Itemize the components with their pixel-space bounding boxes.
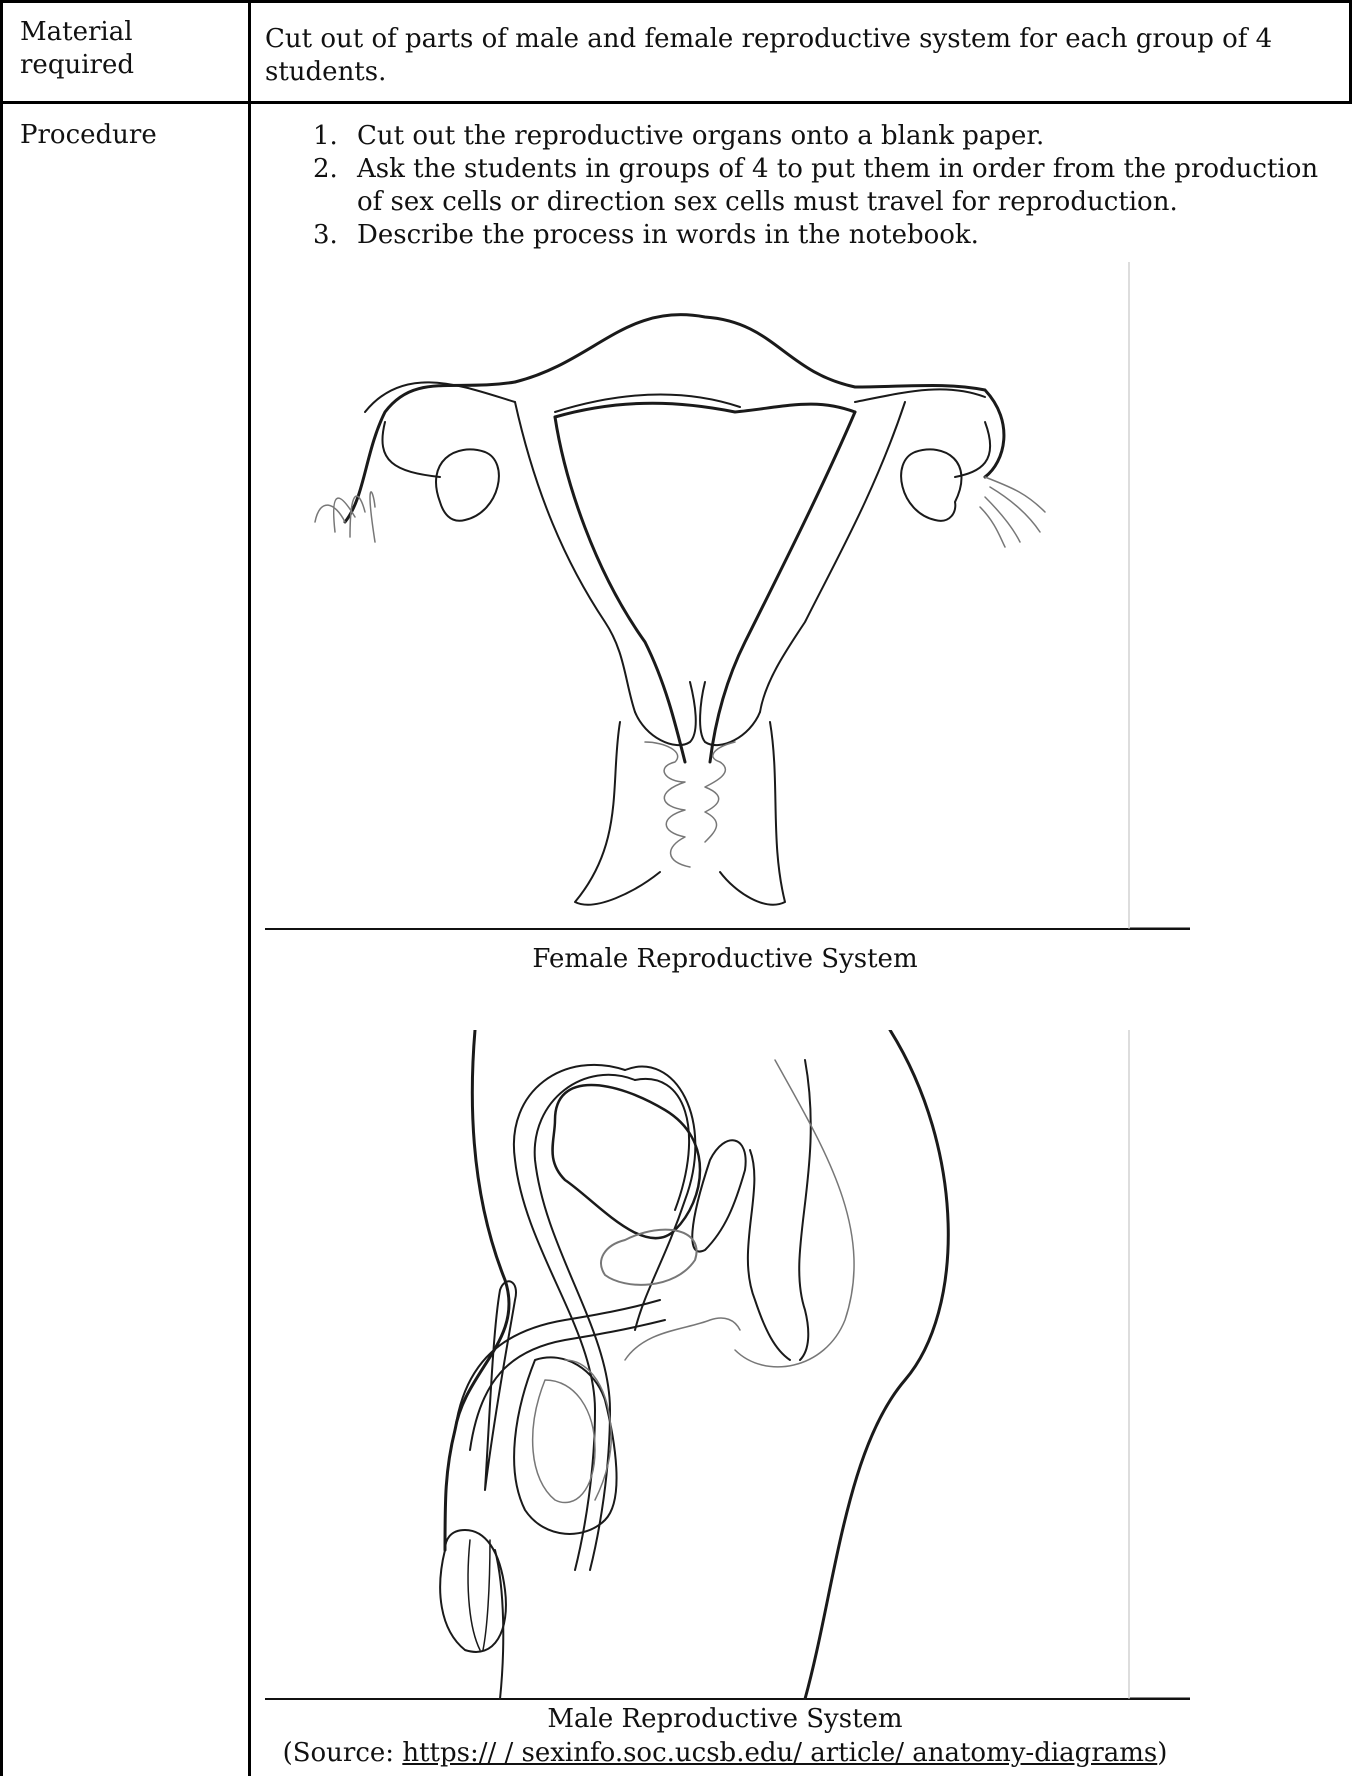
procedure-label: Procedure bbox=[20, 119, 157, 152]
material-label-line1: Material bbox=[20, 16, 134, 49]
procedure-step: 3. Describe the process in words in the n… bbox=[305, 219, 1325, 252]
procedure-steps: 1. Cut out the reproductive organs onto a… bbox=[305, 120, 1325, 252]
step-text: Ask the students in groups of 4 to put t… bbox=[357, 154, 1318, 217]
material-text: Cut out of parts of male and female repr… bbox=[265, 23, 1345, 89]
table-border-top bbox=[0, 0, 1352, 3]
male-caption: Male Reproductive System bbox=[265, 1704, 1185, 1734]
procedure-step: 2. Ask the students in groups of 4 to put… bbox=[305, 153, 1325, 219]
step-text: Describe the process in words in the not… bbox=[357, 220, 979, 250]
table-border-left bbox=[0, 0, 3, 1776]
step-number: 1. bbox=[313, 120, 338, 153]
source-link[interactable]: https:// / sexinfo.soc.ucsb.edu/ article… bbox=[402, 1738, 1157, 1768]
table-column-divider bbox=[248, 0, 251, 1776]
source-credit: (Source: https:// / sexinfo.soc.ucsb.edu… bbox=[265, 1738, 1185, 1768]
female-caption: Female Reproductive System bbox=[265, 944, 1185, 974]
source-suffix: ) bbox=[1157, 1738, 1167, 1768]
material-label: Material required bbox=[20, 16, 134, 82]
procedure-step: 1. Cut out the reproductive organs onto a… bbox=[305, 120, 1325, 153]
step-number: 2. bbox=[313, 153, 338, 186]
material-label-line2: required bbox=[20, 49, 134, 82]
female-reproductive-drawing bbox=[265, 262, 1190, 930]
table-row-divider bbox=[0, 101, 1352, 104]
source-prefix: (Source: bbox=[283, 1738, 403, 1768]
step-text: Cut out the reproductive organs onto a b… bbox=[357, 121, 1044, 151]
step-number: 3. bbox=[313, 219, 338, 252]
male-reproductive-diagram bbox=[265, 1030, 1190, 1700]
male-reproductive-drawing bbox=[265, 1030, 1190, 1700]
female-reproductive-diagram bbox=[265, 262, 1190, 930]
